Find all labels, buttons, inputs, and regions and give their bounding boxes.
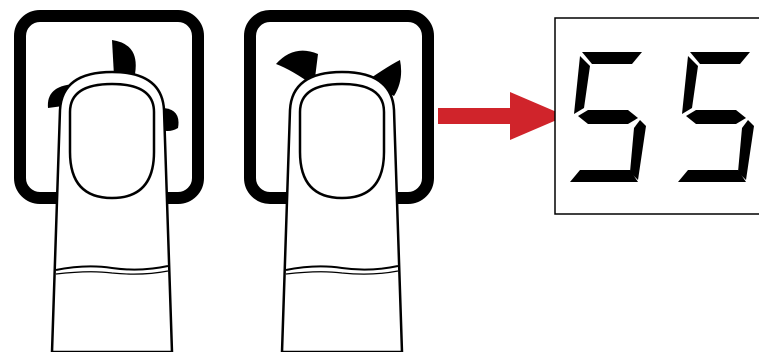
right-finger bbox=[280, 70, 404, 352]
left-finger bbox=[50, 70, 174, 352]
arrow-shaft bbox=[438, 108, 514, 124]
display-digit-2 bbox=[678, 52, 754, 182]
display-digit-1 bbox=[570, 52, 646, 182]
right-fingernail bbox=[298, 82, 386, 200]
right-knuckle-crease bbox=[285, 265, 399, 271]
left-knuckle-crease bbox=[55, 265, 169, 271]
left-fingernail bbox=[68, 82, 156, 200]
arrow-head bbox=[510, 92, 566, 140]
digital-display bbox=[554, 17, 759, 215]
arrow-icon bbox=[438, 92, 566, 140]
